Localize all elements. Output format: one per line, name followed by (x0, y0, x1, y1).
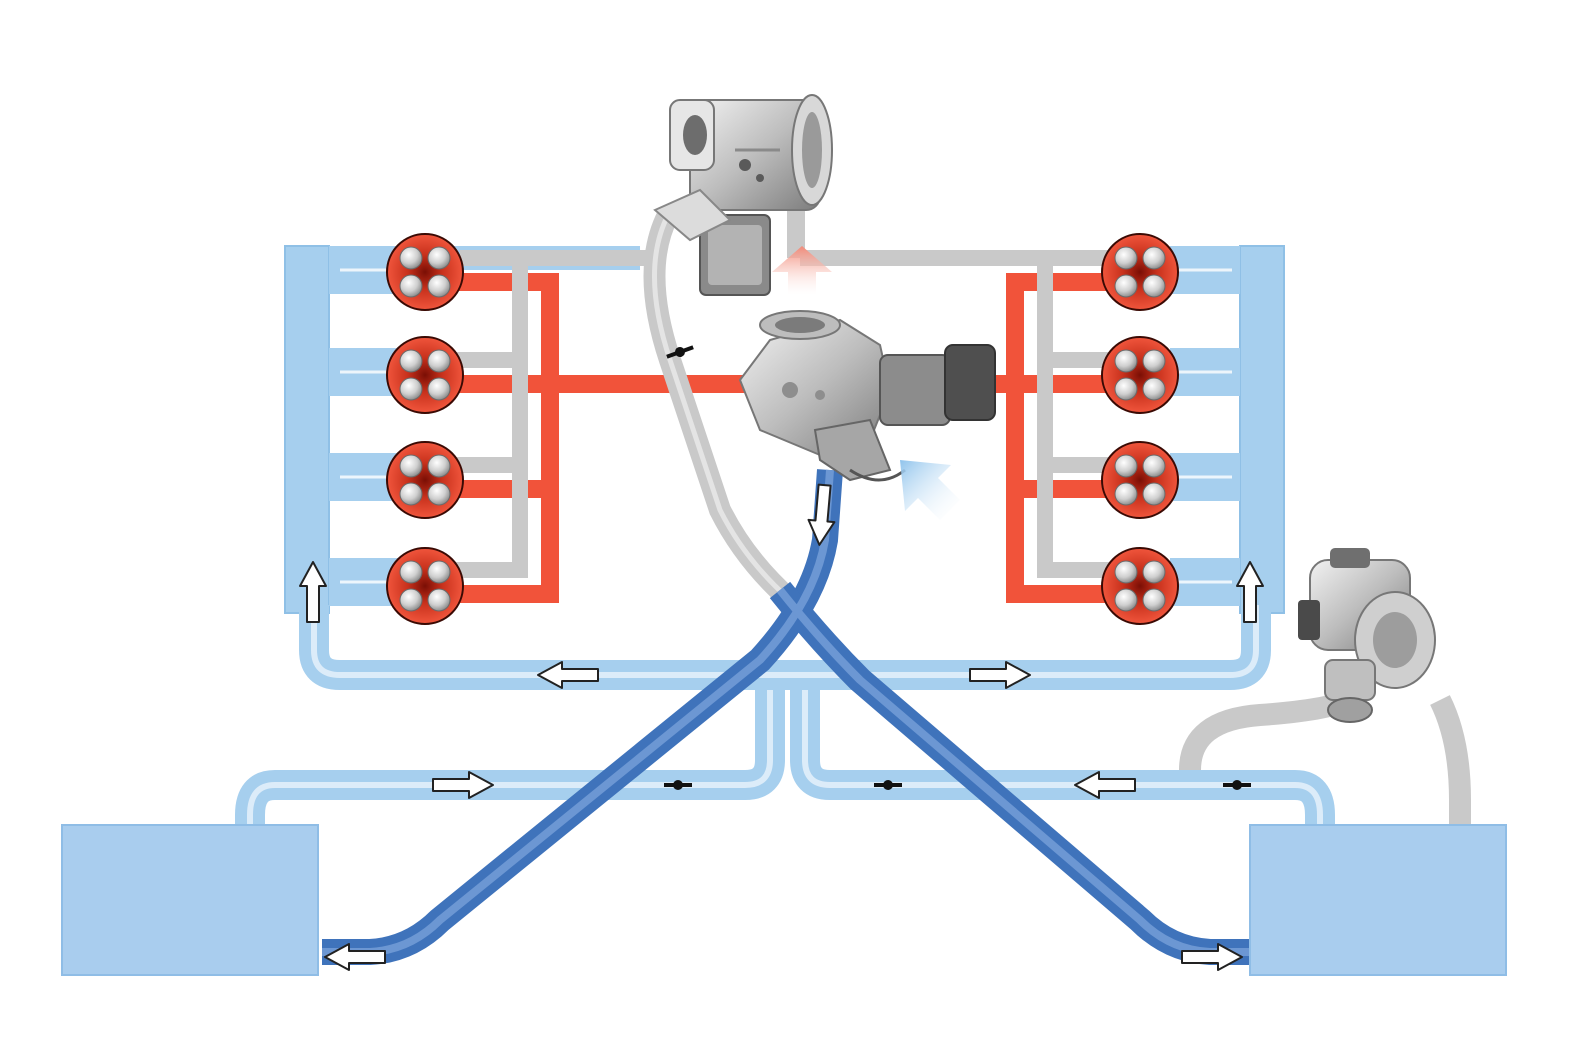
cylinder-icon (386, 336, 464, 414)
flow-arrow-icon (969, 661, 1031, 689)
cylinder-icon (1101, 441, 1179, 519)
throttle-valve-icon (666, 345, 694, 359)
throttle-valve-icon (874, 780, 902, 790)
flow-arrow-icon (1181, 943, 1243, 971)
intercooler-icon (1256, 838, 1494, 962)
cylinder-icon (386, 547, 464, 625)
throttle-valve-icon (1223, 780, 1251, 790)
flow-arrow-group (299, 483, 1264, 971)
left-intercooler (61, 824, 319, 976)
electric-compressor (1298, 548, 1436, 723)
turbocharger-icon (738, 310, 996, 482)
fresh-air-flow-arrow-icon (900, 460, 960, 520)
flow-arrow-icon (537, 661, 599, 689)
flow-arrow-icon (299, 561, 327, 623)
cylinder-icon (1101, 547, 1179, 625)
charge-air-pipe-left (322, 469, 843, 965)
cylinder-icon (386, 441, 464, 519)
left-intake-runners (329, 246, 640, 606)
right-intake-plenum (1239, 245, 1285, 614)
compressor-icon (1298, 548, 1436, 723)
exhaust-bypass-network (455, 200, 1471, 830)
compressor-outlet-pipe (1179, 690, 1352, 771)
flow-arrow-icon (432, 771, 494, 799)
cylinder-icon (386, 233, 464, 311)
charge-air-network (322, 469, 1250, 965)
center-turbocharger (738, 310, 996, 482)
flow-arrow-icon (807, 483, 836, 546)
right-exhaust-manifold (1006, 273, 1115, 603)
flow-arrow-icon (1236, 561, 1264, 623)
turbocharger-icon (653, 94, 833, 296)
upper-turbocharger (653, 94, 833, 296)
flow-arrow-icon (1074, 771, 1136, 799)
throttle-valve-group (664, 345, 1251, 790)
cylinder-icon (1101, 233, 1179, 311)
right-intercooler (1249, 824, 1507, 976)
flow-arrow-icon (324, 943, 386, 971)
left-exhaust-manifold (455, 273, 559, 603)
cylinder-icon (1101, 336, 1179, 414)
throttle-valve-icon (664, 780, 692, 790)
cylinder-group (386, 233, 1179, 625)
left-intake-plenum (284, 245, 330, 614)
exhaust-flow-arrow-icon (772, 246, 832, 295)
intercooler-icon (68, 838, 306, 962)
right-intake-runners (1170, 246, 1240, 606)
